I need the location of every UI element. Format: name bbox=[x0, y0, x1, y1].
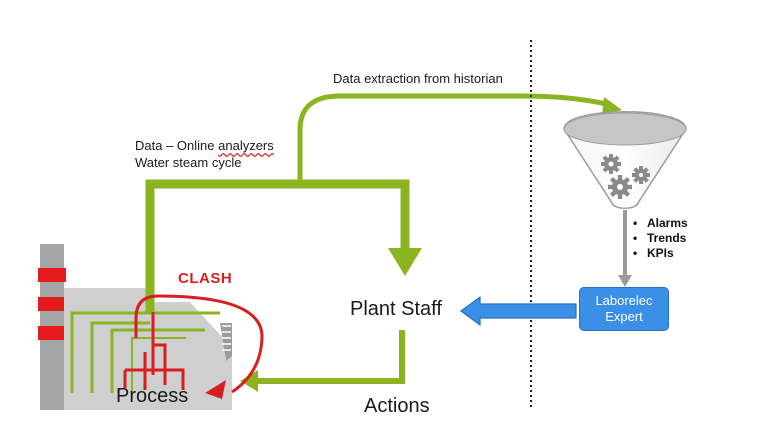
power-plant-icon bbox=[38, 244, 232, 410]
chimney-stripe bbox=[38, 297, 66, 311]
to-plant-staff-arrowhead bbox=[388, 248, 422, 276]
online-analyzers-label: Data – Online analyzers bbox=[135, 137, 274, 154]
output-item: KPIs bbox=[633, 246, 688, 261]
data-flow-green bbox=[145, 93, 622, 392]
funnel-to-expert-arrowhead bbox=[618, 275, 632, 287]
actions-label: Actions bbox=[364, 395, 430, 417]
output-item: Trends bbox=[633, 231, 688, 246]
chimney-stripe bbox=[38, 268, 66, 282]
online-analyzer-lines bbox=[70, 311, 220, 393]
water-steam-label: Water steam cycle bbox=[135, 155, 242, 170]
online-label-part2: analyzers bbox=[218, 138, 274, 153]
extraction-arrow bbox=[297, 93, 611, 184]
output-list: Alarms Trends KPIs bbox=[633, 216, 688, 261]
laborelec-expert-box: Laborelec Expert bbox=[579, 287, 669, 331]
clash-label: CLASH bbox=[178, 270, 233, 287]
expert-to-staff-arrow bbox=[459, 295, 577, 327]
expert-line2: Expert bbox=[605, 309, 643, 324]
extraction-label: Data extraction from historian bbox=[333, 71, 503, 86]
plant-building bbox=[64, 288, 232, 410]
actions-arrowhead bbox=[240, 370, 258, 392]
actions-arrow bbox=[258, 330, 405, 384]
online-label-part1: Data – Online bbox=[135, 138, 215, 153]
extraction-arrowhead bbox=[602, 97, 622, 115]
clash-lines bbox=[123, 294, 264, 394]
main-loop bbox=[145, 179, 410, 312]
expert-line1: Laborelec bbox=[595, 293, 653, 308]
clash-arc bbox=[134, 294, 264, 394]
clash-arrowhead bbox=[205, 380, 226, 399]
process-label: Process bbox=[116, 385, 189, 407]
plant-staff-label: Plant Staff bbox=[350, 298, 442, 320]
gear-icon bbox=[601, 154, 650, 199]
chimney-stripe bbox=[38, 326, 66, 340]
output-item: Alarms bbox=[633, 216, 688, 231]
funnel-icon bbox=[563, 111, 687, 209]
